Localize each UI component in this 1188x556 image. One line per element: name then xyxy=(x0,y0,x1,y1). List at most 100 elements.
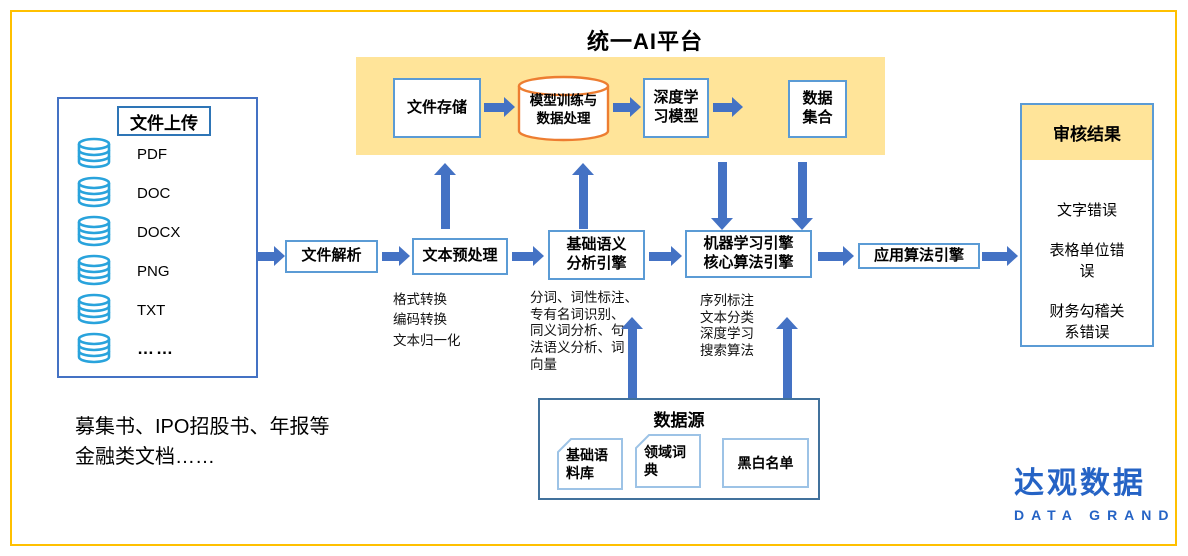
arrow-head xyxy=(504,97,515,117)
arrow-stem xyxy=(818,251,844,261)
arrow-head xyxy=(732,97,743,117)
result-item-label: 财务勾稽关系错误 xyxy=(1049,303,1125,341)
model-training-label: 模型训练与 数据处理 xyxy=(529,93,598,127)
database-icon xyxy=(77,293,111,325)
apply-engine-box: 应用算法引擎 xyxy=(858,243,980,269)
arrow-stem xyxy=(627,328,637,398)
results-panel: 审核结果 文字错误 表格单位错误 财务勾稽关系错误 xyxy=(1020,103,1154,347)
results-list: 文字错误 表格单位错误 财务勾稽关系错误 xyxy=(1022,200,1152,343)
datasource-item-label: 基础语料库 xyxy=(566,446,608,481)
datasource-item-label: 领域词典 xyxy=(644,443,686,478)
arrow-training-to-dl xyxy=(613,97,641,117)
arrow-down-platform-to-ml-2 xyxy=(791,162,813,230)
database-icon xyxy=(77,176,111,208)
semantic-note: 分词、词性标注、 专有名词识别、 同义词分析、句 法语义分析、词 向量 xyxy=(530,290,638,372)
arrow-up-preprocess-to-platform xyxy=(434,163,456,229)
arrow-stem xyxy=(484,102,505,112)
upload-item-label: …… xyxy=(137,339,175,358)
results-title: 审核结果 xyxy=(1022,105,1152,160)
arrow-head xyxy=(572,163,594,175)
list-item: …… xyxy=(75,332,180,366)
arrow-stem xyxy=(717,162,727,219)
arrow-head xyxy=(621,317,643,329)
arrow-head xyxy=(843,246,854,266)
model-training-cylinder: 模型训练与 数据处理 xyxy=(517,75,610,143)
datasource-item-blacklist: 黑白名单 xyxy=(722,438,809,488)
arrow-head xyxy=(711,218,733,230)
arrow-stem xyxy=(613,102,631,112)
list-item: PDF xyxy=(75,137,180,171)
datasource-item-dictionary: 领域词典 xyxy=(635,434,701,488)
arrow-preprocess-to-semantic xyxy=(512,246,544,266)
cylinder-icon xyxy=(517,75,610,142)
outer-gold-frame xyxy=(10,10,1177,546)
arrow-dl-to-dataset xyxy=(713,97,743,117)
arrow-head xyxy=(533,246,544,266)
arrow-down-platform-to-ml-1 xyxy=(711,162,733,230)
upload-item-label: DOCX xyxy=(137,223,181,241)
ml-note: 序列标注 文本分类 深度学习 搜索算法 xyxy=(700,293,754,359)
data-collection-box: 数据 集合 xyxy=(788,80,847,138)
arrow-stem xyxy=(578,174,588,229)
arrow-stem xyxy=(782,328,792,398)
arrow-stem xyxy=(797,162,807,219)
file-upload-title: 文件上传 xyxy=(117,106,211,136)
arrow-stem xyxy=(649,251,672,261)
database-icon xyxy=(77,215,111,247)
arrow-head xyxy=(630,97,641,117)
list-item: DOC xyxy=(75,176,180,210)
upload-item-label: TXT xyxy=(137,301,166,319)
result-item-label: 表格单位错误 xyxy=(1049,242,1125,280)
arrow-head xyxy=(671,246,682,266)
file-parse-box: 文件解析 xyxy=(285,240,378,273)
file-upload-panel: 文件上传 PDF DOC DOCX PNG TXT xyxy=(57,97,258,378)
snip-corner-shape xyxy=(557,438,623,490)
arrow-ml-to-apply xyxy=(818,246,854,266)
page-title: 统一AI平台 xyxy=(586,29,703,54)
arrow-head xyxy=(274,246,285,266)
upload-item-label: PDF xyxy=(137,145,167,163)
arrow-stem xyxy=(258,251,275,261)
logo-cn-text: 达观数据 xyxy=(1014,467,1146,500)
datasource-title: 数据源 xyxy=(653,411,705,430)
arrow-semantic-to-ml xyxy=(649,246,682,266)
arrow-up-datasource-to-ml xyxy=(776,317,798,398)
datagrand-logo: 达观数据 DATA GRAND xyxy=(1014,458,1176,523)
datasource-item-label: 黑白名单 xyxy=(737,454,794,471)
arrow-stem xyxy=(512,251,534,261)
arrow-head xyxy=(1007,246,1018,266)
snip-corner-shape xyxy=(635,434,701,488)
result-item-label: 文字错误 xyxy=(1056,202,1117,219)
list-item: TXT xyxy=(75,293,180,327)
file-upload-list: PDF DOC DOCX PNG TXT …… xyxy=(75,137,180,366)
arrow-up-semantic-to-platform xyxy=(572,163,594,229)
logo-en-text: DATA GRAND xyxy=(1014,507,1176,523)
deep-learning-model-box: 深度学 习模型 xyxy=(643,78,709,138)
arrow-head xyxy=(434,163,456,175)
arrow-stem xyxy=(440,174,450,229)
list-item: PNG xyxy=(75,254,180,288)
preprocess-note: 格式转换 编码转换 文本归一化 xyxy=(393,292,461,348)
arrow-up-datasource-to-semantic xyxy=(621,317,643,398)
ml-engine-box: 机器学习引擎 核心算法引擎 xyxy=(685,230,812,278)
upload-item-label: PNG xyxy=(137,262,170,280)
arrow-apply-to-results xyxy=(982,246,1018,266)
arrow-stem xyxy=(982,251,1008,261)
arrow-head xyxy=(776,317,798,329)
database-icon xyxy=(77,332,111,364)
database-icon xyxy=(77,137,111,169)
arrow-head xyxy=(791,218,813,230)
database-icon xyxy=(77,254,111,286)
upload-item-label: DOC xyxy=(137,184,171,202)
arrow-stem xyxy=(382,251,400,261)
arrow-upload-to-parse xyxy=(258,246,285,266)
semantic-engine-box: 基础语义 分析引擎 xyxy=(548,230,645,280)
document-types-caption: 募集书、IPO招股书、年报等 金融类文档…… xyxy=(75,416,330,468)
list-item: DOCX xyxy=(75,215,180,249)
file-storage-box: 文件存储 xyxy=(393,78,481,138)
arrow-storage-to-training xyxy=(484,97,515,117)
text-preprocess-box: 文本预处理 xyxy=(412,238,508,275)
arrow-parse-to-preprocess xyxy=(382,246,410,266)
datasource-panel: 数据源 基础语料库 领域词典 黑白名单 xyxy=(538,398,820,500)
